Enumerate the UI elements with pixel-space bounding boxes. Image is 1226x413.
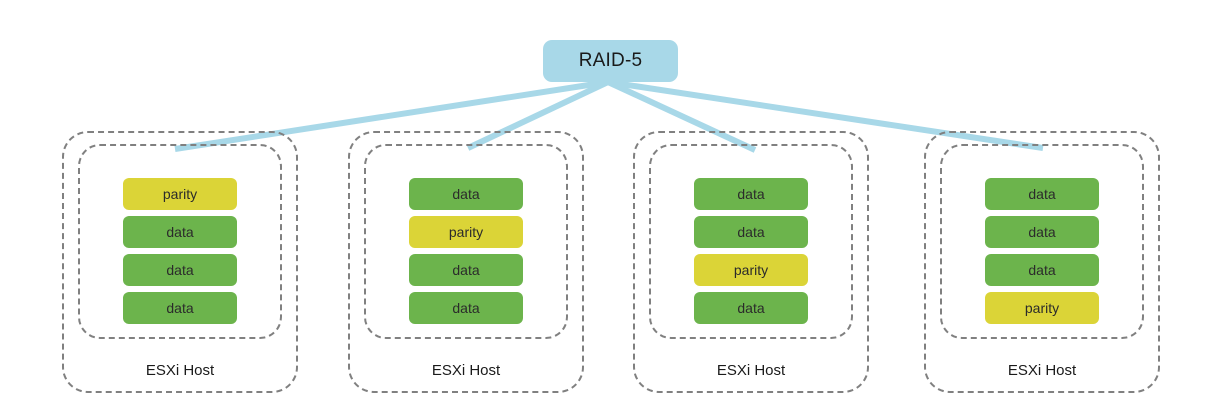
block-data[interactable]: data (409, 254, 523, 286)
block-parity[interactable]: parity (409, 216, 523, 248)
block-data[interactable]: data (985, 178, 1099, 210)
block-parity[interactable]: parity (694, 254, 808, 286)
block-data[interactable]: data (985, 216, 1099, 248)
block-parity[interactable]: parity (123, 178, 237, 210)
host-inner-boundary (78, 144, 282, 339)
block-data[interactable]: data (123, 216, 237, 248)
block-stack: parity data data data (62, 178, 298, 324)
raid-root-node[interactable]: RAID-5 (543, 40, 678, 82)
block-data[interactable]: data (123, 254, 237, 286)
block-data[interactable]: data (123, 292, 237, 324)
block-data[interactable]: data (694, 216, 808, 248)
host-label: ESXi Host (1007, 362, 1077, 379)
block-stack: data parity data data (348, 178, 584, 324)
host-inner-boundary (940, 144, 1144, 339)
block-data[interactable]: data (409, 178, 523, 210)
host-label: ESXi Host (145, 362, 215, 379)
host-label: ESXi Host (431, 362, 501, 379)
block-data[interactable]: data (985, 254, 1099, 286)
host-outer-boundary (348, 131, 584, 393)
block-data[interactable]: data (694, 178, 808, 210)
host-inner-boundary (649, 144, 853, 339)
host-inner-boundary (364, 144, 568, 339)
block-parity[interactable]: parity (985, 292, 1099, 324)
block-stack: data data parity data (633, 178, 869, 324)
block-stack: data data data parity (924, 178, 1160, 324)
raid-root-label: RAID-5 (578, 50, 643, 71)
block-data[interactable]: data (694, 292, 808, 324)
host-outer-boundary (924, 131, 1160, 393)
block-data[interactable]: data (409, 292, 523, 324)
host-label: ESXi Host (716, 362, 786, 379)
host-outer-boundary (62, 131, 298, 393)
host-outer-boundary (633, 131, 869, 393)
